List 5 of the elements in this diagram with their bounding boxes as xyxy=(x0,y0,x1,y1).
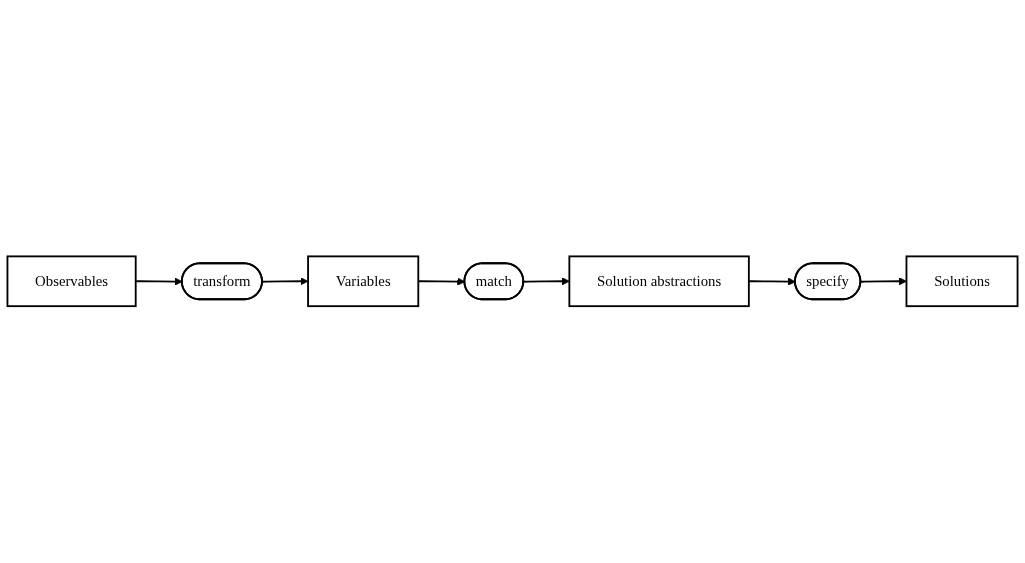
node-box: Solution abstractions xyxy=(568,255,750,308)
arrow xyxy=(261,277,309,286)
node-box: Solutions xyxy=(905,255,1019,308)
node-box: Variables xyxy=(307,255,420,308)
node-box: Observables xyxy=(6,255,137,308)
